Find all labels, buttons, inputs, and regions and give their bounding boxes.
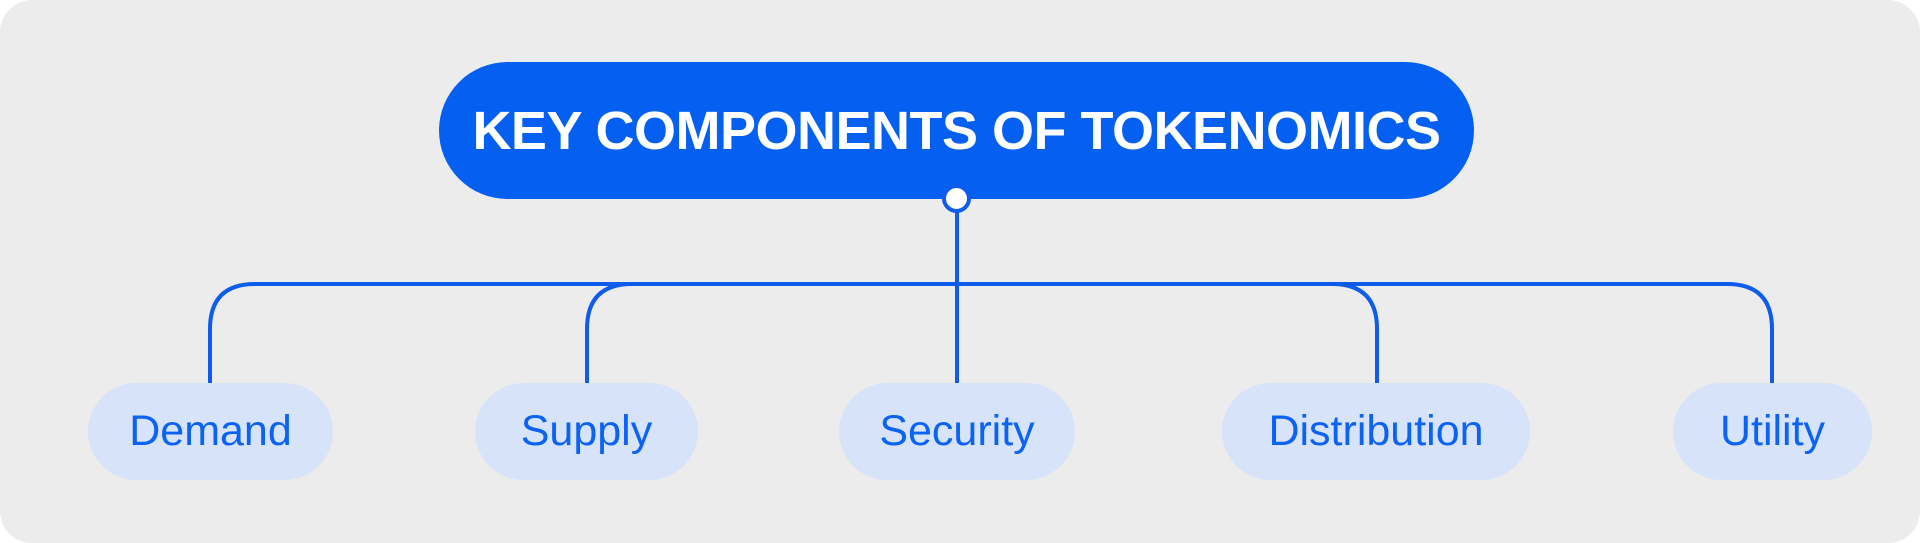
child-node-demand: Demand xyxy=(88,383,333,480)
child-node-distribution: Distribution xyxy=(1222,383,1530,480)
child-node-label: Supply xyxy=(520,407,653,455)
connector-branch-supply xyxy=(585,282,633,384)
connector-rail-demand-to-utility xyxy=(208,282,1774,384)
child-node-utility: Utility xyxy=(1673,383,1872,480)
child-node-label: Demand xyxy=(129,407,292,455)
child-node-label: Distribution xyxy=(1268,407,1484,455)
child-node-label: Utility xyxy=(1719,407,1826,455)
child-node-supply: Supply xyxy=(475,383,698,480)
root-node-title: KEY COMPONENTS OF TOKENOMICS xyxy=(472,100,1441,161)
root-connector-dot xyxy=(942,184,971,213)
child-node-security: Security xyxy=(839,383,1075,480)
connector-branch-distribution xyxy=(1331,282,1379,384)
root-node: KEY COMPONENTS OF TOKENOMICS xyxy=(439,62,1474,199)
child-node-label: Security xyxy=(879,407,1035,455)
